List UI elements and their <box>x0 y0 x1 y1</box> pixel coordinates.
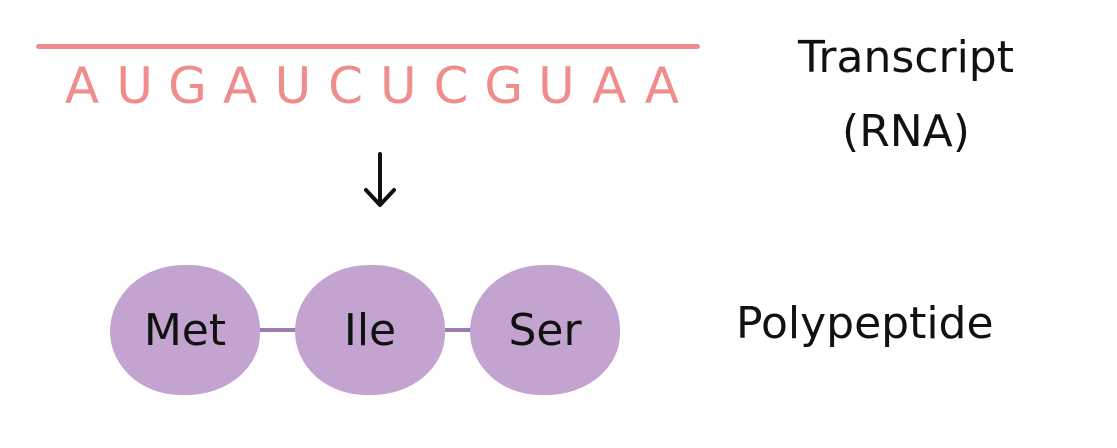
transcript-label: Transcript <box>798 32 1014 83</box>
amino-acid-ile: Ile <box>295 265 445 395</box>
amino-acid-ser: Ser <box>470 265 620 395</box>
polypeptide-chain: Met Ile Ser <box>110 265 620 395</box>
nucleotide: A <box>592 57 627 115</box>
nucleotide: C <box>433 57 469 115</box>
nucleotide: G <box>168 57 207 115</box>
peptide-bond <box>438 328 482 332</box>
amino-acid-label: Ile <box>343 304 397 356</box>
rna-strand-line <box>36 44 700 49</box>
nucleotide: A <box>64 57 100 115</box>
nucleotide: U <box>116 57 154 115</box>
nucleotide: U <box>538 57 575 115</box>
peptide-bond <box>258 328 302 332</box>
nucleotide: C <box>328 57 364 115</box>
rna-sequence: A U G A U C U C G U A A <box>62 56 682 116</box>
nucleotide: A <box>644 57 680 115</box>
amino-acid-label: Ser <box>508 304 582 356</box>
amino-acid-label: Met <box>143 304 227 356</box>
nucleotide: U <box>274 57 312 115</box>
polypeptide-label: Polypeptide <box>736 298 994 349</box>
transcript-rna-label: (RNA) <box>842 106 970 157</box>
nucleotide: G <box>484 57 524 115</box>
nucleotide: U <box>380 57 417 115</box>
nucleotide: A <box>223 57 258 115</box>
amino-acid-met: Met <box>110 265 260 395</box>
down-arrow-icon <box>364 152 396 207</box>
